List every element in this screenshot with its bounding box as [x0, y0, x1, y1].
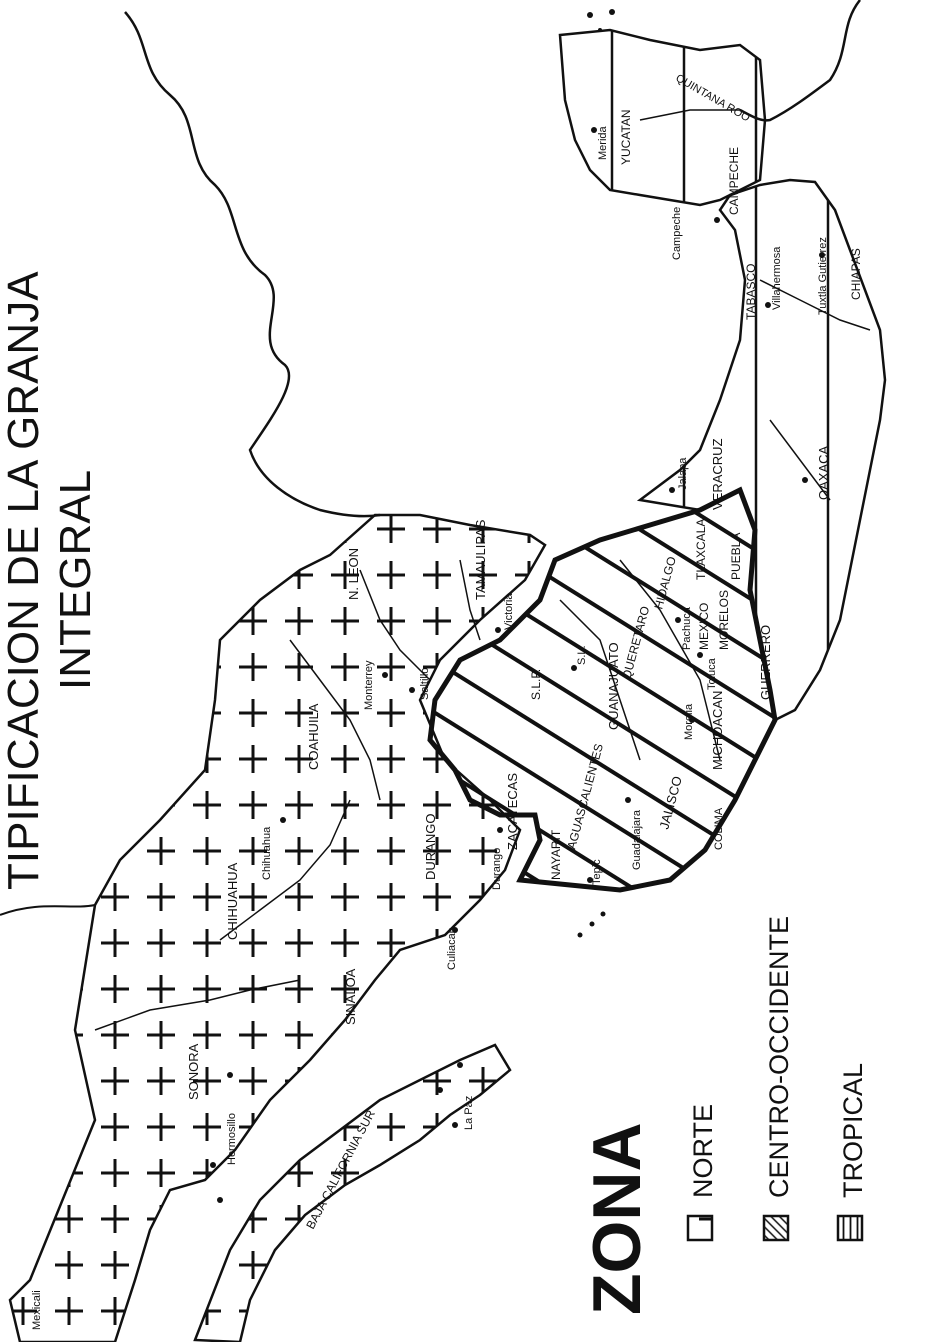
- legend-swatch-norte: [686, 1214, 714, 1242]
- label-city-campeche: Campeche: [671, 207, 683, 260]
- label-guanajuato: GUANAJUATO: [606, 642, 621, 730]
- label-sinaloa: SINALOA: [343, 968, 358, 1025]
- label-city-victoria: Victoria: [503, 593, 515, 630]
- label-durango: DURANGO: [423, 814, 438, 880]
- label-nuevo-leon: N. LEON: [346, 548, 361, 600]
- label-city-guadalajara: Guadalajara: [631, 809, 643, 870]
- label-city-morelia: Morelia: [683, 703, 695, 740]
- legend-label-norte: NORTE: [688, 1104, 718, 1198]
- gulf-coastline: [124, 11, 381, 518]
- map-title-line1: TIPIFICACION DE LA GRANJA: [0, 271, 48, 890]
- us-border: [0, 904, 96, 916]
- label-city-tepic: Tepic: [591, 859, 603, 885]
- label-campeche: CAMPECHE: [727, 147, 741, 215]
- city-labels: Mexicali Hermosillo La Paz Chihuahua Cul…: [31, 125, 829, 1330]
- label-city-monterrey: Monterrey: [363, 660, 375, 710]
- label-coahuila: COAHUILA: [306, 703, 321, 770]
- label-city-durango: Durango: [491, 848, 503, 890]
- map-title-line2: INTEGRAL: [51, 470, 100, 690]
- label-guerrero: GUERRERO: [758, 625, 773, 700]
- islands: [217, 9, 615, 1203]
- label-slp: S.L.P.: [529, 669, 543, 700]
- label-city-villahermosa: Villahermosa: [771, 246, 783, 310]
- label-city-slp: S.L.: [576, 645, 588, 665]
- legend-swatch-centro-occidente: [762, 1214, 790, 1242]
- legend-swatch-tropical: [836, 1214, 864, 1242]
- label-city-tuxtla: Tuxtla Gutierrez: [817, 237, 829, 315]
- label-city-toluca: Toluca: [706, 657, 718, 690]
- state-boundaries: [94, 109, 871, 1031]
- label-puebla: PUEBLA: [729, 533, 743, 580]
- zone-norte-region: [8, 513, 547, 1342]
- legend: ZONA NORTE CENTRO-OCCIDENTE TROPICAL: [579, 916, 868, 1315]
- label-city-jalapa: Jalapa: [677, 457, 689, 490]
- label-zacatecas: ZACATECAS: [505, 773, 520, 850]
- label-morelos: MORELOS: [717, 590, 731, 650]
- label-colima: COLIMA: [713, 807, 725, 850]
- label-city-merida: Merida: [597, 125, 609, 160]
- zone-tropical-yucatan: [558, 28, 767, 207]
- label-city-culiacan: Culiacan: [446, 927, 458, 970]
- label-yucatan: YUCATAN: [619, 109, 633, 165]
- zone-tropical-region: [636, 178, 887, 722]
- label-tlaxcala: TLAXCALA: [694, 519, 708, 580]
- label-tamaulipas: TAMAULIPAS: [473, 519, 488, 600]
- label-city-chihuahua: Chihuahua: [261, 826, 273, 880]
- label-chihuahua: CHIHUAHUA: [225, 862, 240, 940]
- label-city-saltillo: Saltillo: [419, 668, 431, 700]
- baja-california-peninsula: [193, 1043, 512, 1342]
- label-oaxaca: OAXACA: [816, 445, 831, 500]
- label-city-pachuca: Pachuca: [681, 606, 693, 650]
- label-veracruz: VERACRUZ: [710, 438, 725, 510]
- label-mexico: MEXICO: [697, 603, 711, 650]
- label-sonora: SONORA: [186, 1043, 201, 1100]
- city-markers: [210, 127, 825, 1168]
- label-nayarit: NAYARIT: [549, 829, 563, 880]
- label-city-mexicali: Mexicali: [31, 1290, 43, 1330]
- label-tabasco: TABASCO: [744, 264, 758, 320]
- label-michoacan: MICHOACAN: [710, 691, 725, 770]
- label-chiapas: CHIAPAS: [849, 248, 863, 300]
- legend-label-tropical: TROPICAL: [838, 1063, 868, 1198]
- legend-heading: ZONA: [579, 1122, 655, 1315]
- label-city-hermosillo: Hermosillo: [226, 1113, 238, 1165]
- legend-label-centro-occidente: CENTRO-OCCIDENTE: [764, 916, 794, 1198]
- label-city-la-paz: La Paz: [463, 1096, 475, 1130]
- zone-centro-occidente-region: [427, 486, 778, 893]
